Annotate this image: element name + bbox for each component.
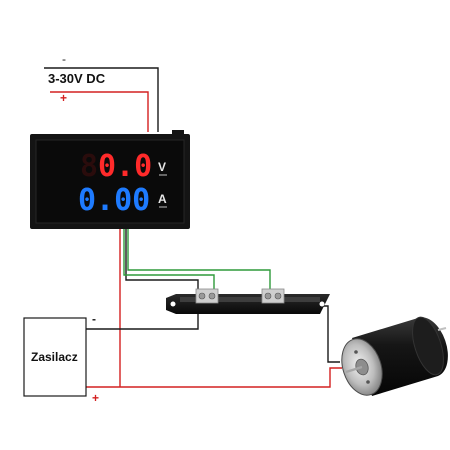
voltage-unit: V	[158, 160, 166, 174]
supply-positive-wire	[50, 91, 149, 132]
supply-plus-sign: +	[60, 91, 67, 105]
voltage-reading: 0.0	[98, 149, 152, 184]
power-supply-label: Zasilacz	[31, 350, 78, 364]
supply-minus-sign: -	[62, 52, 66, 66]
meter-green-lead-1	[123, 228, 215, 291]
psu-minus-sign: -	[92, 312, 96, 326]
psu-negative-wire	[86, 308, 199, 330]
meter-black-lead	[125, 228, 199, 291]
current-unit: A	[158, 192, 167, 206]
voltmeter-ammeter: 8 0.0 V 0.00 A	[30, 130, 190, 229]
psu-positive-wire	[86, 367, 342, 388]
supply-voltage-label: 3-30V DC	[48, 71, 106, 86]
voltage-ghost-digit: 8	[80, 149, 98, 184]
meter-green-lead-2	[127, 228, 271, 291]
dc-motor-icon	[341, 316, 448, 396]
power-supply-box	[23, 317, 87, 397]
current-reading: 0.00	[78, 183, 150, 218]
supply-negative-wire	[44, 67, 159, 132]
shunt-to-motor-wire	[280, 305, 340, 363]
shunt-resistor-icon	[166, 288, 330, 314]
psu-plus-sign: +	[92, 391, 99, 405]
